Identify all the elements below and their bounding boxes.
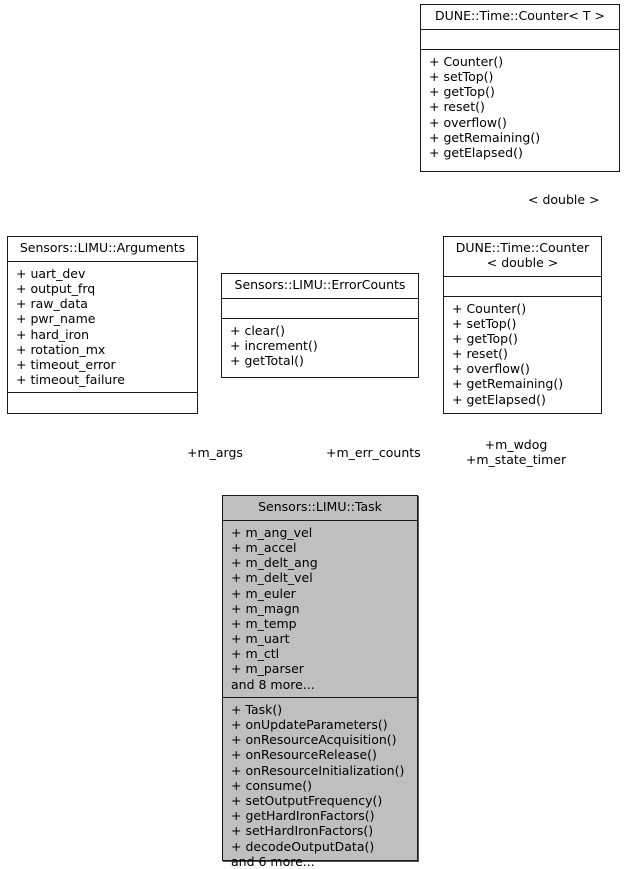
attribute-row: + rotation_mx: [16, 341, 106, 357]
edge-label-m-err-counts: +m_err_counts: [326, 445, 421, 460]
attribute-row: + m_accel: [231, 539, 297, 555]
method-row: + Counter(): [429, 53, 504, 69]
class-methods-counter-template: + Counter() + setTop() + getTop() + rese…: [421, 50, 619, 165]
method-row: + setHardIronFactors(): [231, 823, 374, 839]
method-row-more: and 6 more...: [231, 853, 315, 869]
method-row: + onResourceInitialization(): [231, 762, 405, 778]
method-row: + getTop(): [452, 330, 518, 346]
class-box-task[interactable]: Sensors::LIMU::Task + m_ang_vel + m_acce…: [222, 495, 418, 869]
attribute-row: + m_magn: [231, 600, 300, 616]
method-row: + getElapsed(): [429, 144, 523, 160]
class-attributes-counter-template: [421, 30, 619, 50]
class-box-arguments[interactable]: Sensors::LIMU::Arguments + uart_dev + ou…: [7, 236, 198, 414]
class-title-arguments: Sensors::LIMU::Arguments: [8, 237, 197, 262]
method-row: + getHardIronFactors(): [231, 808, 375, 824]
class-methods-arguments: [8, 393, 197, 413]
edge-label-m-wdog: +m_wdog: [484, 437, 548, 452]
class-attributes-arguments: + uart_dev + output_frq + raw_data + pwr…: [8, 262, 197, 394]
method-row: + consume(): [231, 777, 312, 793]
class-methods-task: + Task() + onUpdateParameters() + onReso…: [223, 698, 417, 869]
method-row: + clear(): [230, 322, 286, 338]
class-methods-counter-double: + Counter() + setTop() + getTop() + rese…: [444, 297, 601, 412]
method-row: + getElapsed(): [452, 391, 546, 407]
attribute-row: + hard_iron: [16, 326, 90, 342]
method-row: + reset(): [452, 346, 508, 362]
attribute-row-more: and 8 more...: [231, 676, 315, 692]
attribute-row: + pwr_name: [16, 311, 96, 327]
class-title-counter-template: DUNE::Time::Counter< T >: [421, 5, 619, 30]
attribute-row: + timeout_error: [16, 356, 116, 372]
attribute-row: + output_frq: [16, 280, 96, 296]
attribute-row: + m_uart: [231, 631, 290, 647]
class-box-counter-template[interactable]: DUNE::Time::Counter< T > + Counter() + s…: [420, 4, 620, 172]
class-methods-errorcounts: + clear() + increment() + getTotal(): [222, 319, 418, 374]
method-row: + getTop(): [429, 84, 495, 100]
class-title-counter-double: DUNE::Time::Counter < double >: [444, 237, 601, 277]
attribute-row: + raw_data: [16, 296, 88, 312]
method-row: + increment(): [230, 337, 318, 353]
attribute-row: + m_ang_vel: [231, 524, 313, 540]
class-attributes-counter-double: [444, 277, 601, 297]
method-row: + decodeOutputData(): [231, 838, 375, 854]
method-row: + overflow(): [452, 361, 530, 377]
edge-label-template-binding: < double >: [528, 192, 600, 207]
method-row: + overflow(): [429, 114, 507, 130]
edge-label-m-state-timer: +m_state_timer: [465, 452, 567, 467]
method-row: + onResourceRelease(): [231, 747, 377, 763]
attribute-row: + m_parser: [231, 661, 304, 677]
method-row: + getRemaining(): [429, 129, 541, 145]
class-attributes-task: + m_ang_vel + m_accel + m_delt_ang + m_d…: [223, 521, 417, 698]
class-box-errorcounts[interactable]: Sensors::LIMU::ErrorCounts + clear() + i…: [221, 273, 419, 378]
class-attributes-errorcounts: [222, 299, 418, 319]
class-box-counter-double[interactable]: DUNE::Time::Counter < double > + Counter…: [443, 236, 602, 414]
attribute-row: + m_ctl: [231, 646, 280, 662]
class-title-errorcounts: Sensors::LIMU::ErrorCounts: [222, 274, 418, 299]
method-row: + Task(): [231, 701, 283, 717]
method-row: + onUpdateParameters(): [231, 717, 388, 732]
attribute-row: + m_temp: [231, 615, 297, 631]
attribute-row: + m_euler: [231, 585, 296, 601]
attribute-row: + m_delt_ang: [231, 555, 318, 571]
method-row: + setOutputFrequency(): [231, 792, 383, 808]
method-row: + setTop(): [429, 68, 494, 84]
attribute-row: + timeout_failure: [16, 372, 125, 388]
method-row: + getTotal(): [230, 353, 304, 369]
attribute-row: + uart_dev: [16, 265, 86, 281]
edge-label-m-args: +m_args: [187, 445, 243, 460]
class-title-task: Sensors::LIMU::Task: [223, 496, 417, 521]
method-row: + onResourceAcquisition(): [231, 732, 397, 748]
attribute-row: + m_delt_vel: [231, 570, 313, 586]
method-row: + setTop(): [452, 315, 517, 331]
method-row: + getRemaining(): [452, 376, 564, 392]
method-row: + Counter(): [452, 300, 527, 316]
method-row: + reset(): [429, 99, 485, 115]
